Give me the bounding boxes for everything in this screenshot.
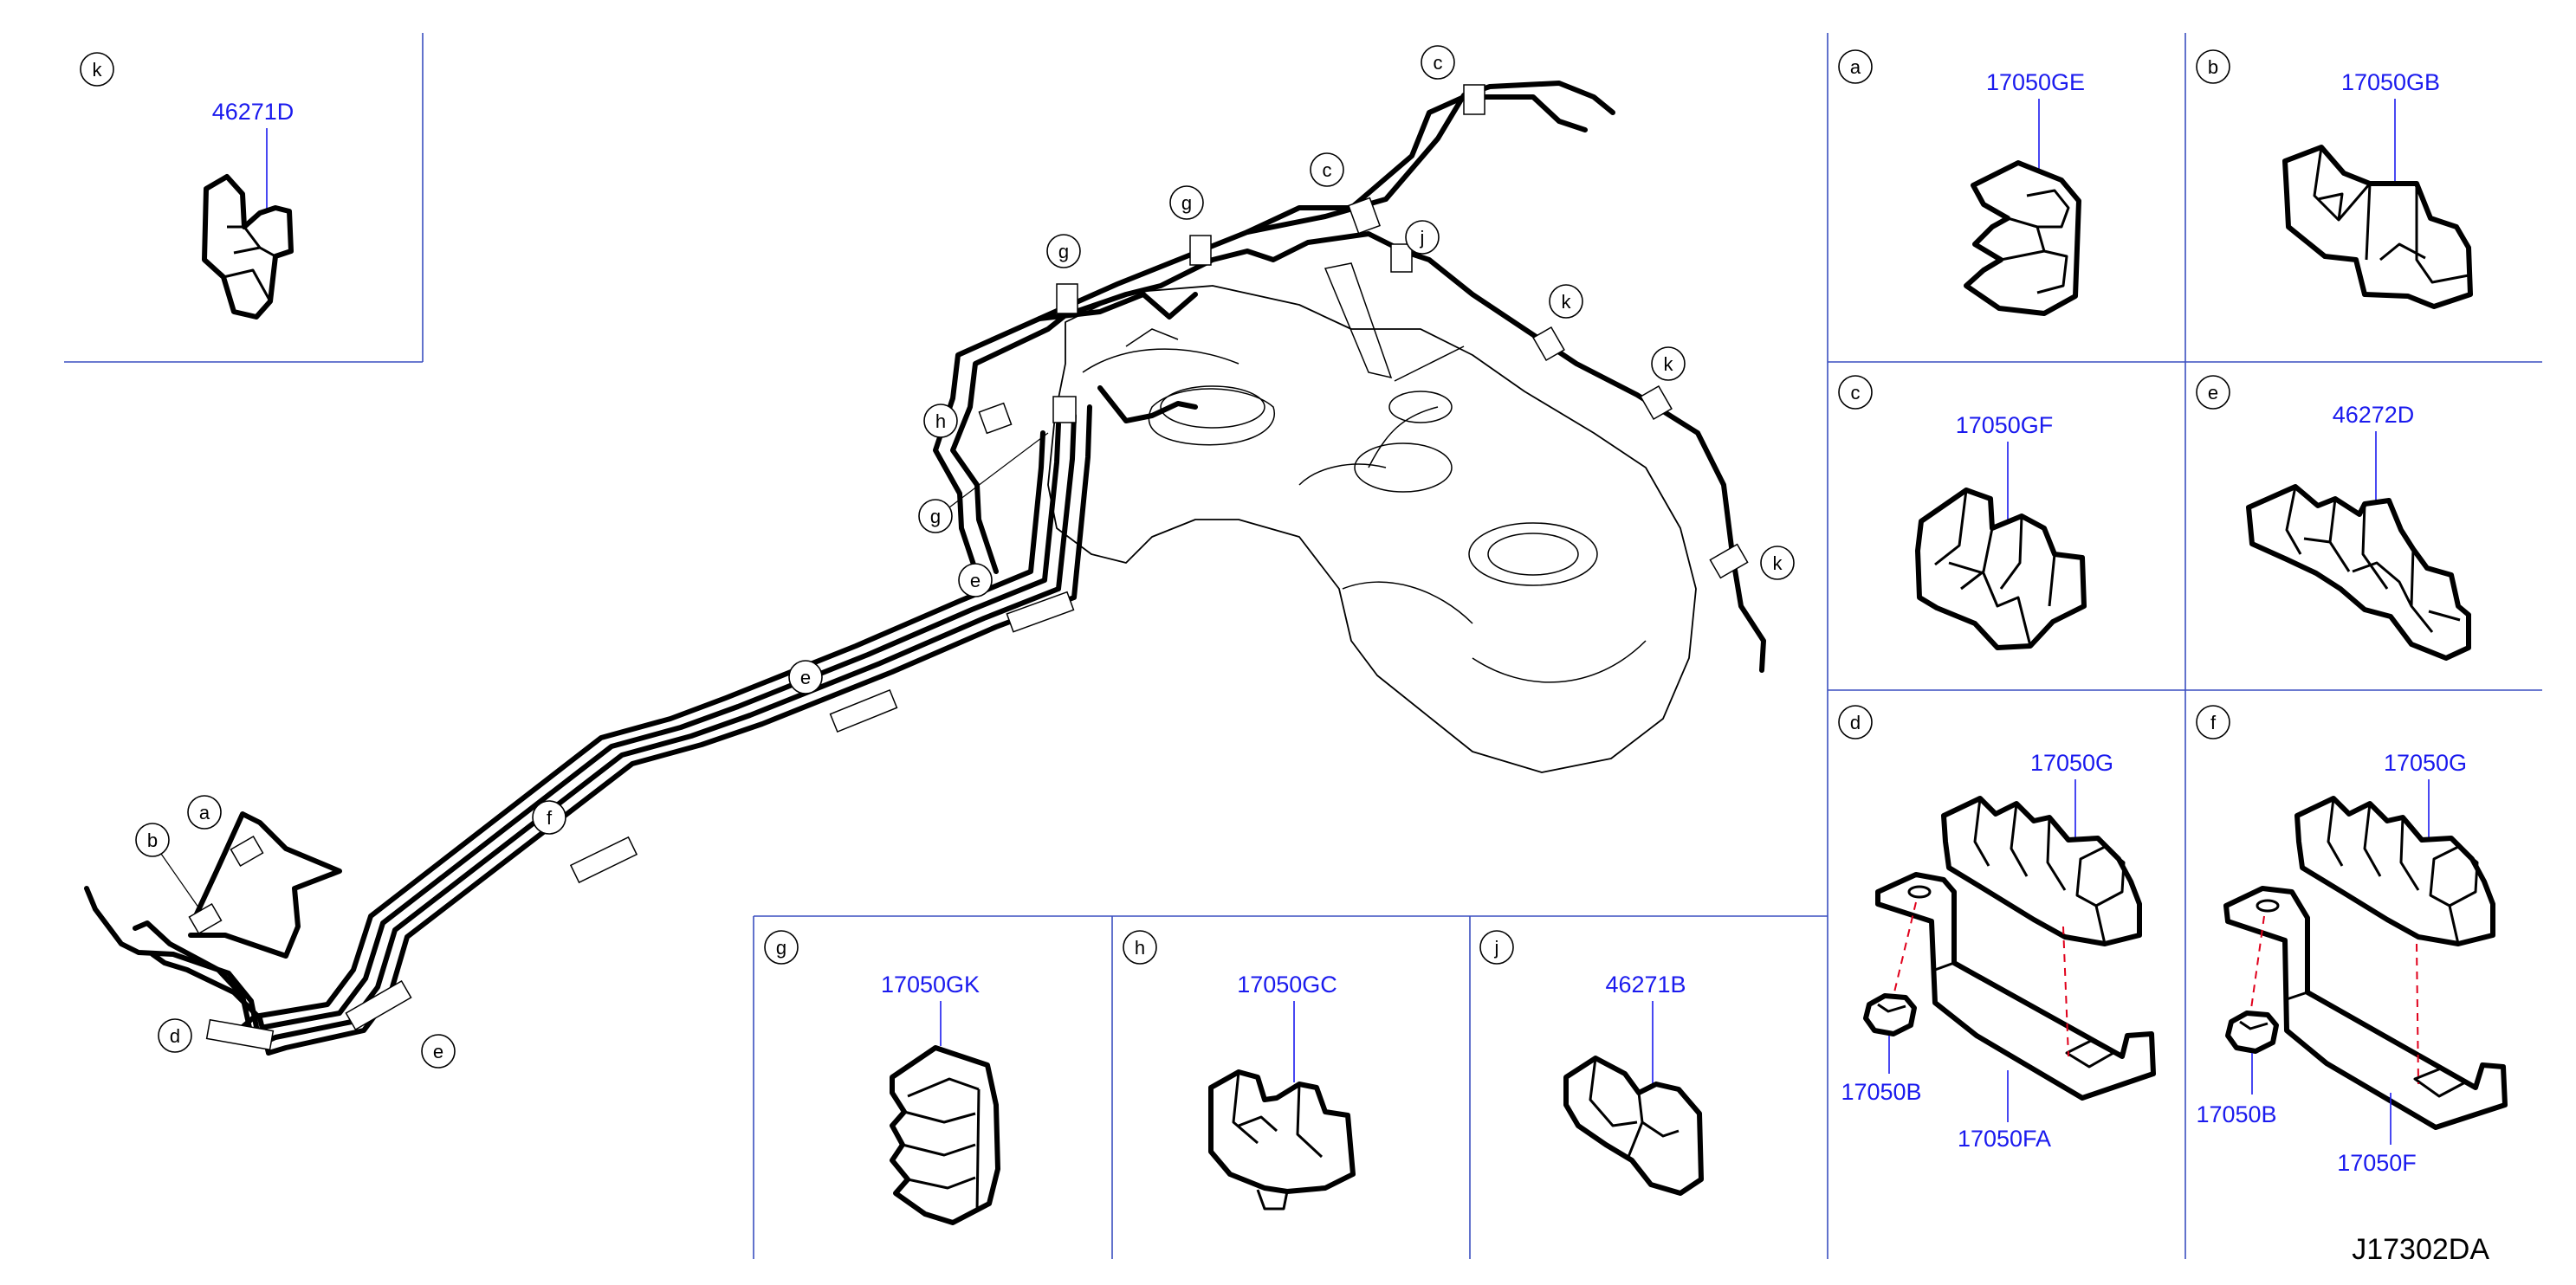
svg-text:g: g [776,937,786,959]
callout-k-1: k [1549,284,1583,319]
diagram-code: J17302DA [2352,1233,2489,1266]
svg-text:e: e [800,667,811,688]
flange-nut-17050B-f [2225,1011,2279,1054]
part-number-17050B-d[interactable]: 17050B [1841,1079,1921,1105]
svg-text:k: k [1664,353,1674,375]
svg-text:b: b [147,830,158,851]
panel-letter-e: e [2196,375,2230,410]
svg-text:c: c [1851,382,1861,404]
hose-clip-46271B [1563,1056,1704,1196]
svg-text:b: b [2208,56,2218,78]
panel-k: k 46271D [80,52,294,320]
svg-text:e: e [2208,382,2218,404]
svg-text:h: h [1135,937,1145,959]
svg-text:a: a [1850,56,1861,78]
callout-k-2: k [1651,346,1686,381]
panel-e: e 46272D [2196,375,2471,661]
panel-a: a 17050GE [1838,49,2085,316]
callout-e-2: e [788,660,823,694]
panel-d: d 17050G 17050B 17050FA [1838,705,2156,1152]
panel-letter-k: k [80,52,114,87]
callout-g-top: g [1169,185,1204,220]
double-pipe-clip-17050GC [1208,1069,1356,1211]
part-number-46271D[interactable]: 46271D [212,99,294,125]
callout-g-left: g [1046,234,1081,268]
svg-text:c: c [1434,52,1443,74]
svg-text:d: d [170,1025,180,1047]
main-callouts: c c g g j k k k [135,45,1795,1069]
panel-letter-j: j [1479,930,1514,965]
part-number-17050GB[interactable]: 17050GB [2341,69,2440,95]
callout-c-upper: c [1421,45,1455,80]
callout-e-3: e [421,1034,456,1069]
quad-pipe-clip-17050G-f [2294,796,2495,946]
panel-letter-b: b [2196,49,2230,84]
svg-text:g: g [1058,241,1069,262]
svg-text:j: j [1494,937,1499,959]
part-number-46271B[interactable]: 46271B [1605,972,1686,998]
callout-f: f [532,800,566,835]
flange-nut-17050B-d [1863,993,1917,1036]
svg-text:e: e [433,1041,443,1062]
panel-b: b 17050GB [2196,49,2473,309]
callout-h: h [923,404,958,438]
bracket-17050FA [1875,872,2156,1101]
triple-pipe-clip-17050GF [1915,488,2087,650]
part-number-17050GF[interactable]: 17050GF [1956,412,2054,438]
callout-c-lower: c [1310,152,1344,187]
callout-e-1: e [958,563,993,597]
part-number-17050GC[interactable]: 17050GC [1237,972,1337,998]
svg-text:h: h [935,410,946,432]
part-number-17050G-d[interactable]: 17050G [2030,750,2113,776]
callout-d: d [158,1018,192,1053]
part-number-17050B-f[interactable]: 17050B [2196,1101,2276,1127]
svg-text:g: g [930,506,941,527]
svg-text:j: j [1420,227,1425,249]
quad-pipe-clip-17050G-d [1941,796,2142,946]
panel-letter-h: h [1123,930,1157,965]
panel-j: j 46271B [1479,930,1704,1196]
svg-text:d: d [1850,712,1861,733]
panel-g: g 17050GK [764,930,1000,1225]
bracket-17050F [2223,886,2508,1130]
svg-text:e: e [970,570,981,591]
svg-text:k: k [1562,291,1572,313]
svg-text:f: f [547,807,553,829]
callout-a: a [187,795,222,830]
panel-letter-d: d [1838,705,1873,739]
fuel-pipe-bundle [84,81,1766,1056]
svg-text:k: k [93,59,103,81]
callout-g-mid: g [918,432,1049,533]
svg-text:k: k [1773,552,1783,574]
pipe-clip-17050GE [1964,160,2081,316]
part-number-17050G-f[interactable]: 17050G [2384,750,2467,776]
panel-f: f 17050G 17050B 17050F [2196,705,2508,1176]
part-number-17050GE[interactable]: 17050GE [1986,69,2085,95]
panel-letter-c: c [1838,375,1873,410]
callout-j: j [1405,220,1440,255]
svg-text:c: c [1323,159,1332,181]
part-number-17050FA[interactable]: 17050FA [1958,1126,2051,1152]
panel-letter-g: g [764,930,799,965]
panel-h: h 17050GC [1123,930,1356,1211]
clamp-markers [188,84,1749,1051]
stacked-pipe-clip-17050GK [890,1045,1000,1225]
svg-text:a: a [199,802,210,823]
part-number-17050GK[interactable]: 17050GK [881,972,980,998]
panel-c: c 17050GF [1838,375,2087,650]
callout-k-3: k [1760,546,1795,580]
panel-separators [64,33,2542,1259]
callout-b: b [135,823,202,912]
hose-clip-46271D [202,174,294,320]
quad-hose-clip-46272D [2246,484,2471,661]
double-pipe-clip-17050GB [2282,145,2473,309]
panel-letter-f: f [2196,705,2230,739]
svg-text:f: f [2210,712,2217,733]
part-number-46272D[interactable]: 46272D [2333,402,2415,428]
fuel-tank [1047,262,1697,773]
panel-letter-a: a [1838,49,1873,84]
svg-text:g: g [1181,192,1192,214]
part-number-17050F[interactable]: 17050F [2337,1150,2417,1176]
